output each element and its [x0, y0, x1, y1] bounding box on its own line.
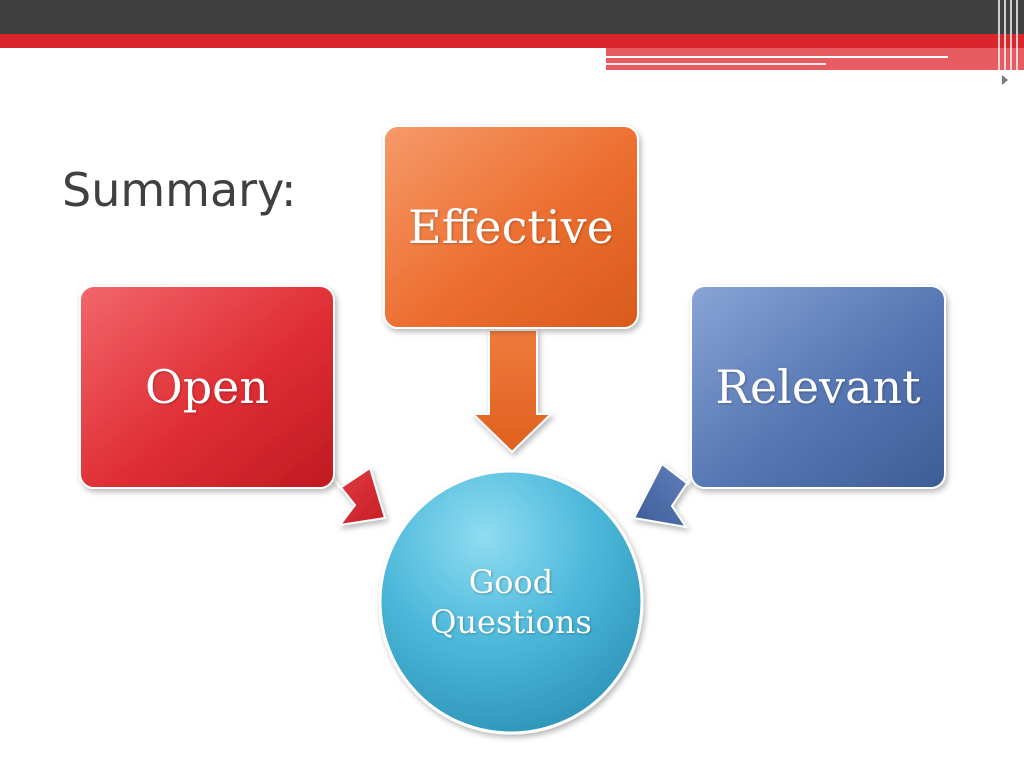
- header-red-band: [0, 34, 1024, 48]
- arrow-effective-to-center: [470, 329, 554, 454]
- node-center: [378, 469, 644, 735]
- center-label-line1: Good: [468, 563, 554, 601]
- slide-marker-icon: [1002, 75, 1008, 85]
- header-dark-bar: [0, 0, 1024, 34]
- slide-title: Summary:: [62, 163, 297, 217]
- node-open: [79, 285, 335, 489]
- node-relevant-label: Relevant: [715, 360, 921, 414]
- node-center-label: Good Questions: [379, 470, 643, 734]
- node-effective: [383, 125, 639, 329]
- header-stripes: [994, 0, 1024, 70]
- node-relevant: [690, 285, 946, 489]
- header-accent-line: [606, 63, 826, 65]
- center-label-line2: Questions: [430, 603, 592, 641]
- node-open-label: Open: [144, 360, 269, 414]
- node-effective-label: Effective: [408, 200, 614, 254]
- header-accent-line: [606, 56, 948, 58]
